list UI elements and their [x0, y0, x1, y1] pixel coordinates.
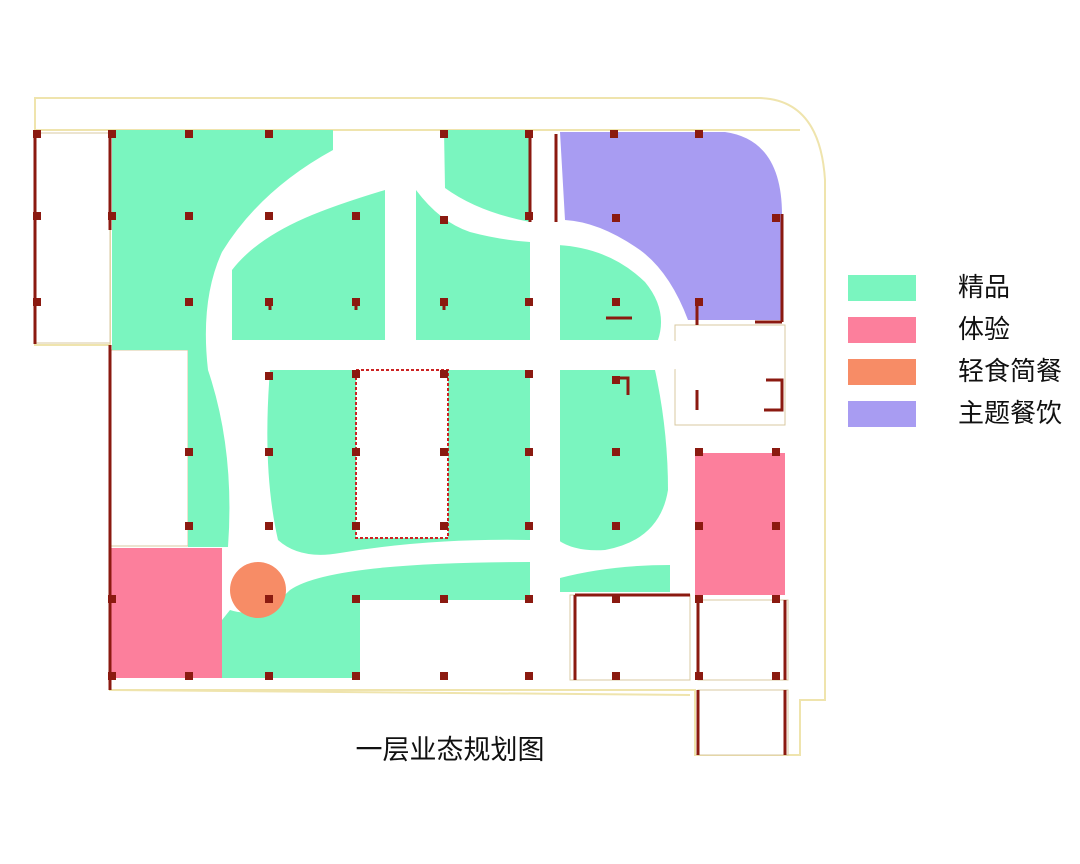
legend-item-experience: 体验 — [848, 312, 1078, 354]
service-rooms — [34, 132, 789, 756]
legend-swatch-experience — [848, 317, 916, 343]
experience-zones — [110, 453, 785, 678]
map-title: 一层业态规划图 — [355, 735, 545, 766]
legend-item-boutique: 精品 — [848, 270, 1078, 312]
legend-swatch-boutique — [848, 275, 916, 301]
legend-label-theme-dining: 主题餐饮 — [958, 399, 1063, 429]
wall-segments — [33, 134, 787, 755]
legend-item-theme-dining: 主题餐饮 — [848, 396, 1078, 438]
corridors — [217, 165, 685, 575]
central-atrium — [355, 369, 449, 539]
light-dining-zone — [230, 562, 286, 618]
legend-label-experience: 体验 — [958, 315, 1011, 345]
legend-label-boutique: 精品 — [958, 273, 1011, 303]
legend-swatch-light-dining — [848, 359, 916, 385]
legend-label-light-dining: 轻食简餐 — [958, 357, 1063, 387]
legend-item-light-dining: 轻食简餐 — [848, 354, 1078, 396]
legend: 精品 体验 轻食简餐 主题餐饮 — [848, 270, 1078, 438]
theme-dining-zone — [560, 132, 782, 320]
legend-swatch-theme-dining — [848, 401, 916, 427]
